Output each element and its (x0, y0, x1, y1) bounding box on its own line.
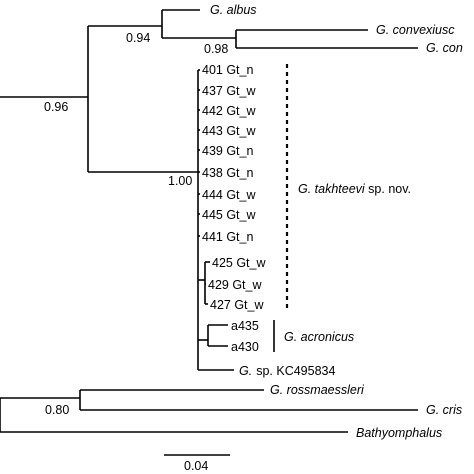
taxon-443: 443 Gt_w (202, 124, 256, 138)
taxon-gsp: G. sp. KC495834 (239, 364, 335, 378)
clade-label-acronicus: G. acronicus (284, 330, 354, 344)
takhteevi-name: G. takhteevi (298, 182, 366, 196)
support-100: 1.00 (168, 174, 192, 188)
taxon-gsp-rest: sp. KC495834 (256, 364, 335, 378)
taxon-442: 442 Gt_w (202, 104, 256, 118)
taxon-445: 445 Gt_w (202, 208, 256, 222)
taxon-gsp-genus: G. (239, 364, 252, 378)
taxon-441: 441 Gt_n (202, 230, 253, 244)
takhteevi-note: sp. nov. (365, 182, 411, 196)
taxon-a435: a435 (231, 319, 259, 333)
support-094: 0.94 (126, 31, 150, 45)
taxon-bathyomphalus: Bathyomphalus (356, 426, 442, 440)
taxon-438: 438 Gt_n (202, 166, 253, 180)
taxon-427: 427 Gt_w (210, 298, 264, 312)
taxon-a430: a430 (231, 340, 259, 354)
taxon-429: 429 Gt_w (208, 278, 262, 292)
taxon-cris: G. cris (426, 403, 462, 417)
taxon-401: 401 Gt_n (202, 63, 253, 77)
taxon-425: 425 Gt_w (212, 256, 266, 270)
taxon-albus: G. albus (210, 3, 257, 17)
clade-label-takhteevi: G. takhteevi sp. nov. (298, 182, 411, 196)
support-098: 0.98 (204, 42, 228, 56)
support-096: 0.96 (44, 100, 68, 114)
taxon-convexiusc: G. convexiusc (376, 23, 455, 37)
scale-bar-label: 0.04 (184, 459, 208, 473)
taxon-437: 437 Gt_w (202, 84, 256, 98)
taxon-444: 444 Gt_w (202, 188, 256, 202)
taxon-con: G. con (426, 41, 463, 55)
taxon-rossmaessleri: G. rossmaessleri (270, 383, 365, 397)
support-080: 0.80 (45, 403, 69, 417)
taxon-439: 439 Gt_n (202, 144, 253, 158)
